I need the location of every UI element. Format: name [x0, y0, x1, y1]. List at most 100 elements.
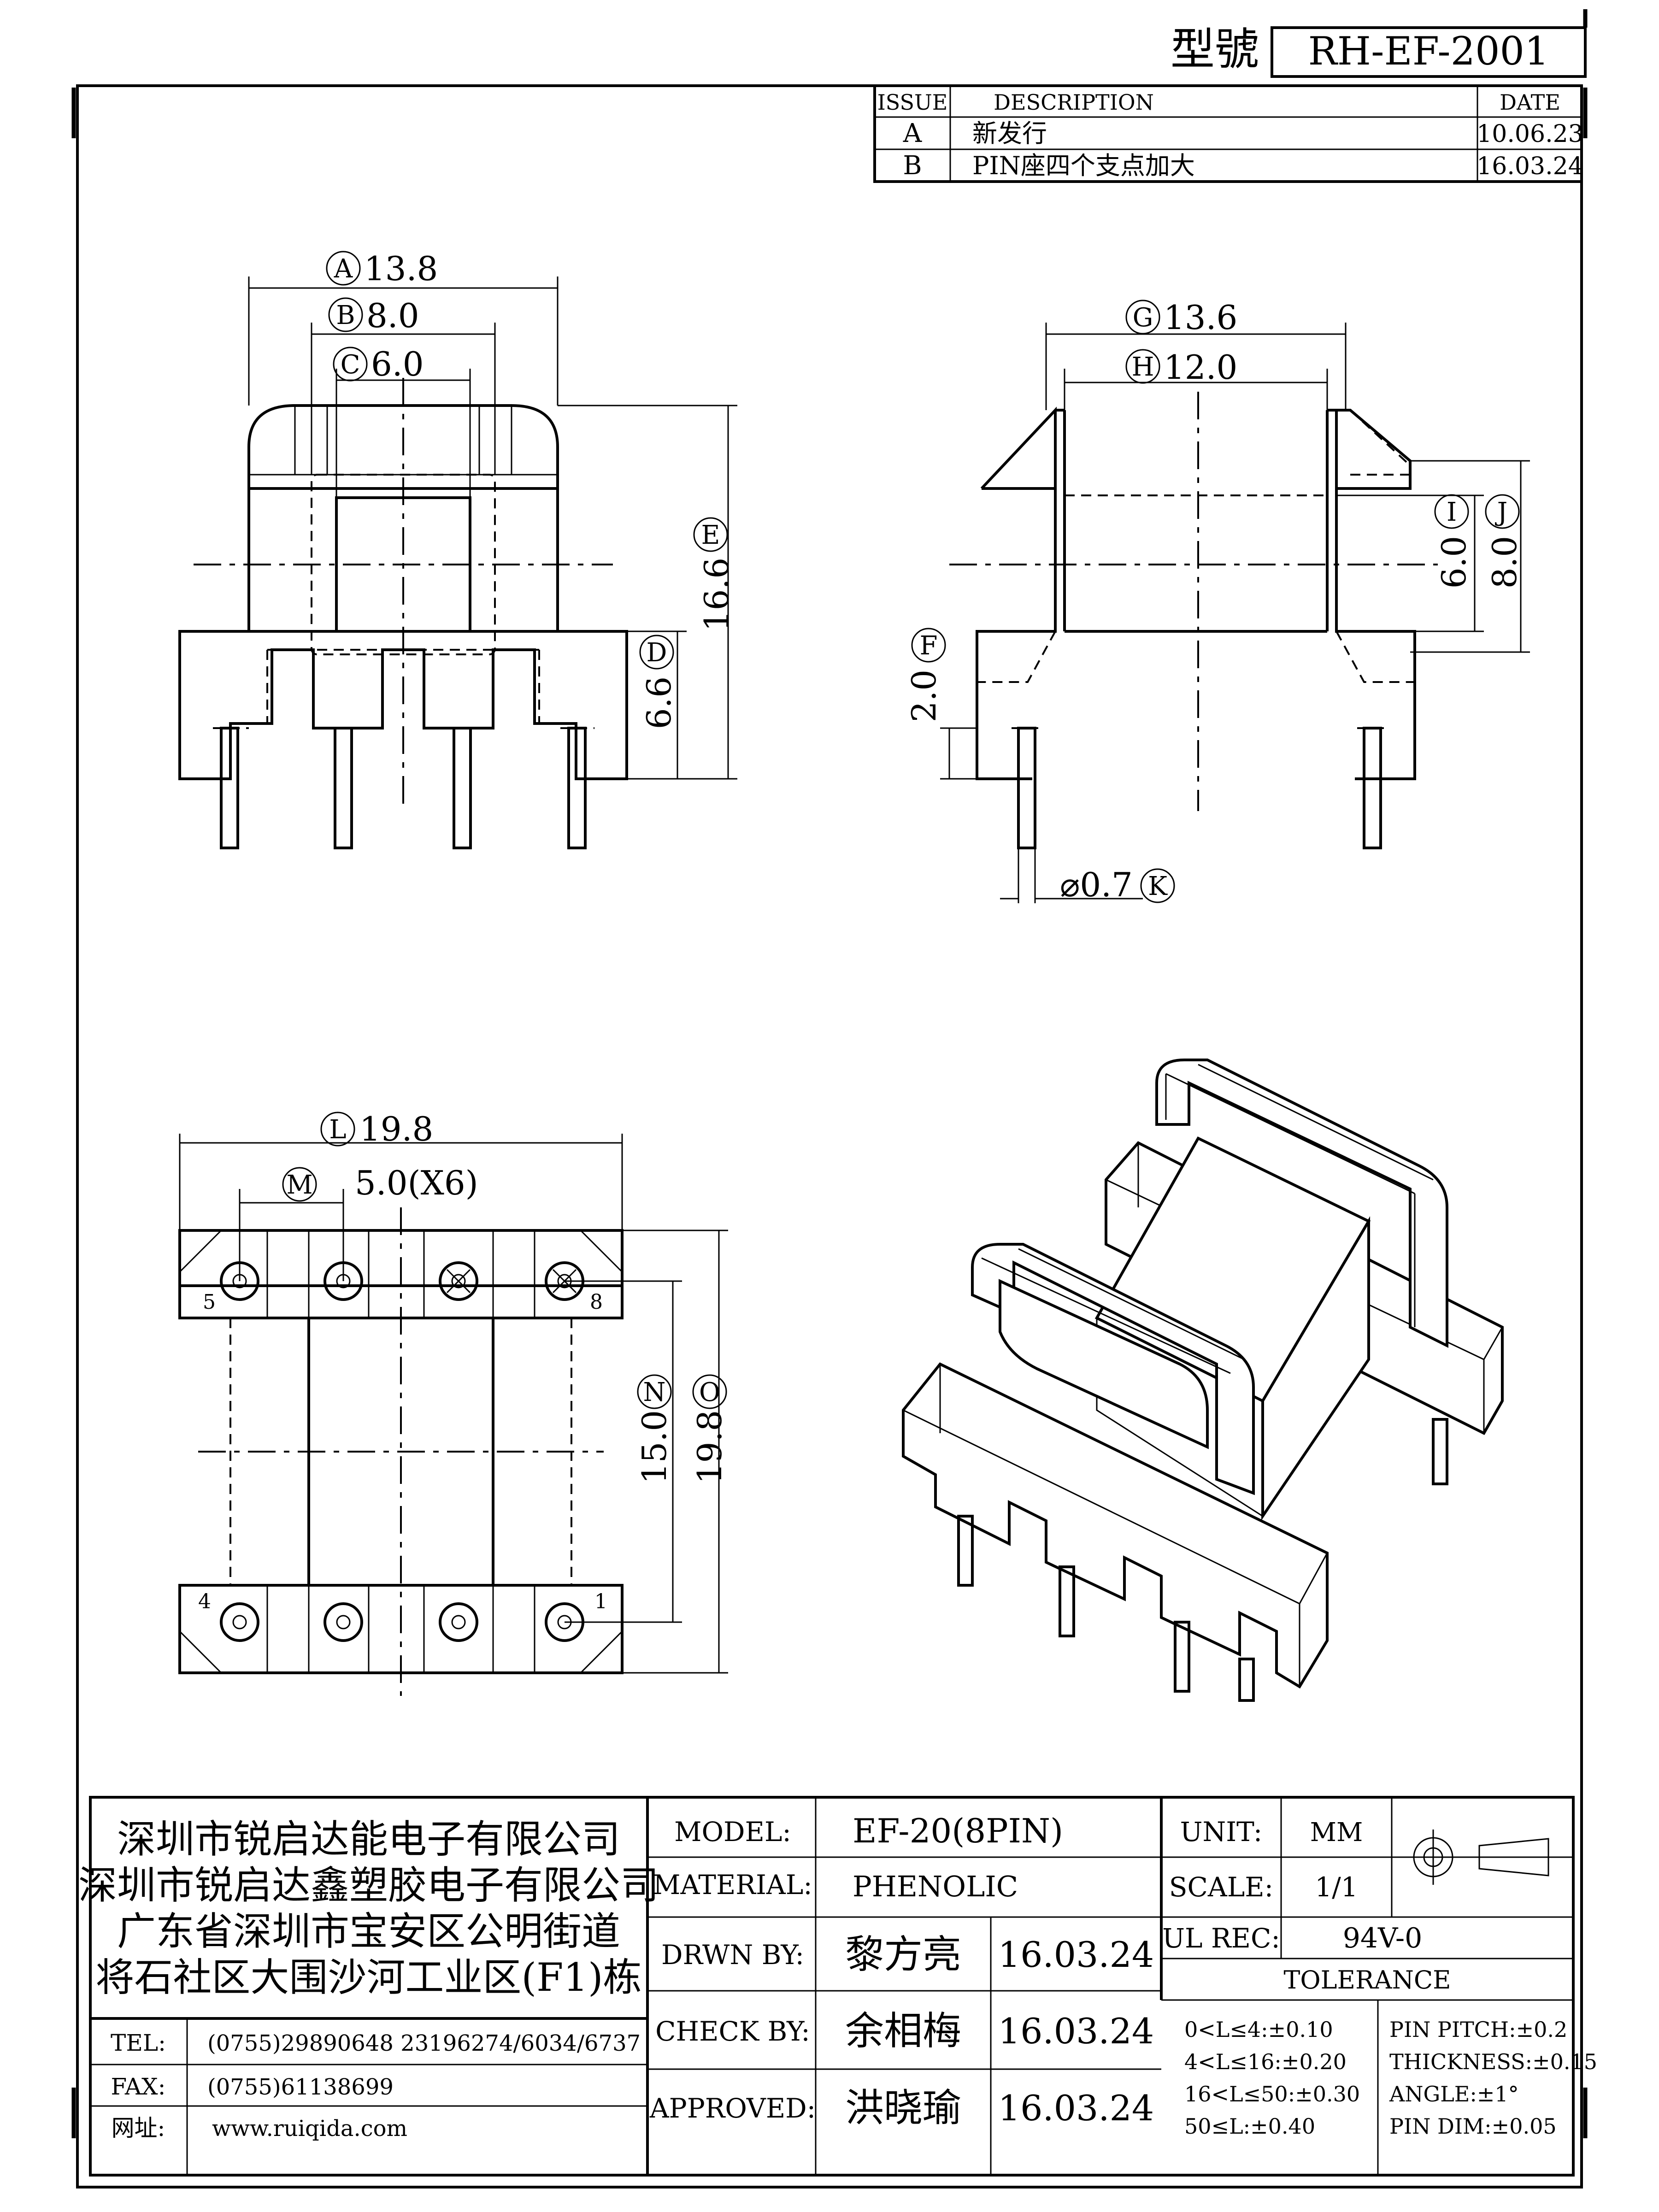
approved-name: 洪晓瑜	[845, 2085, 961, 2130]
dim-d: D 6.6	[639, 635, 678, 729]
fax-label: FAX:	[111, 2073, 166, 2100]
dim-l-letter: L	[329, 1115, 346, 1145]
material-label: MATERIAL:	[653, 1869, 812, 1900]
pin-4-label: 4	[198, 1590, 211, 1613]
web-value: www.ruiqida.com	[212, 2116, 407, 2141]
dim-f-value: 2.0	[905, 670, 943, 723]
model-label: MODEL:	[674, 1816, 791, 1847]
rev-description-b: PIN座四个支点加大	[972, 151, 1195, 180]
pin-1-label: 1	[594, 1590, 607, 1613]
sheet-frame	[71, 9, 1588, 2188]
dim-o-letter: O	[699, 1377, 720, 1407]
rev-date-a: 10.06.23	[1477, 120, 1583, 148]
dim-i: I 6.0	[1434, 494, 1473, 589]
tolerance-3: 16<L≤50:±0.30	[1184, 2082, 1360, 2106]
revision-table: ISSUE DESCRIPTION DATE A 新发行 10.06.23 B …	[873, 84, 1583, 183]
dim-m: M 5.0(X6)	[282, 1164, 478, 1202]
check-date: 16.03.24	[998, 2011, 1154, 2052]
dim-m-letter: M	[286, 1170, 312, 1200]
tolerance-2: 4<L≤16:±0.20	[1184, 2049, 1347, 2074]
dim-o: O 19.8	[690, 1374, 729, 1484]
dim-l: L 19.8	[320, 1110, 433, 1148]
dim-e: E 16.6	[693, 517, 736, 631]
model-no-box	[1271, 26, 1587, 78]
dim-h-letter: H	[1132, 352, 1154, 382]
ul-value: 94V-0	[1343, 1922, 1423, 1954]
check-label: CHECK BY:	[655, 2016, 810, 2047]
dim-o-value: 19.8	[690, 1410, 729, 1484]
web-label: 网址:	[112, 2115, 165, 2141]
pin-5-label: 5	[203, 1290, 216, 1314]
dim-n-value: 15.0	[635, 1410, 674, 1484]
pin-pitch-tolerance: PIN PITCH:±0.2	[1389, 2017, 1567, 2042]
dim-h-value: 12.0	[1164, 348, 1237, 387]
side-view: G 13.6 H 12.0 I 6.0 J 8.0 F 2.0 ⌀0.7 K	[905, 298, 1530, 904]
company-line-3: 广东省深圳市宝安区公明街道	[117, 1909, 620, 1954]
rev-header-date: DATE	[1500, 90, 1560, 115]
dim-k-letter: K	[1148, 871, 1168, 901]
title-block: 深圳市锐启达能电子有限公司 深圳市锐启达鑫塑胶电子有限公司 广东省深圳市宝安区公…	[78, 1796, 1597, 2177]
dim-k-value: ⌀0.7	[1060, 865, 1133, 904]
dim-e-letter: E	[701, 520, 720, 550]
company-line-4: 将石社区大围沙河工业区(F1)栋	[95, 1955, 641, 2000]
dim-c-value: 6.0	[371, 345, 424, 383]
dim-f-letter: F	[920, 631, 938, 661]
dim-b-value: 8.0	[366, 296, 419, 335]
dim-j: J 8.0	[1485, 494, 1524, 589]
dim-c: C 6.0	[333, 345, 424, 383]
dim-n-letter: N	[643, 1377, 666, 1407]
dim-f: F 2.0	[905, 628, 946, 723]
unit-label: UNIT:	[1180, 1816, 1263, 1847]
approved-label: APPROVED:	[649, 2093, 816, 2124]
check-name: 余相梅	[845, 2008, 961, 2053]
drawn-label: DRWN BY:	[661, 1939, 804, 1971]
projection-symbol-icon	[1406, 1830, 1558, 1885]
scale-label: SCALE:	[1169, 1871, 1273, 1903]
model-value: EF-20(8PIN)	[853, 1812, 1063, 1850]
drawn-date: 16.03.24	[998, 1934, 1154, 1975]
dim-g-letter: G	[1133, 303, 1153, 333]
dim-c-letter: C	[341, 350, 360, 380]
dim-g-value: 13.6	[1164, 298, 1237, 337]
drawn-name: 黎方亮	[845, 1932, 961, 1977]
thickness-tolerance: THICKNESS:±0.15	[1389, 2049, 1597, 2074]
pin-dim-tolerance: PIN DIM:±0.05	[1389, 2114, 1557, 2139]
isometric-view	[902, 1059, 1504, 1702]
bottom-view: 5 8 4 1 L 19.8 M 5.0(X6) N 15.0 O 19.8	[178, 1110, 729, 1696]
company-line-1: 深圳市锐启达能电子有限公司	[117, 1817, 620, 1862]
dim-b-letter: B	[336, 300, 355, 330]
dim-e-value: 16.6	[697, 558, 736, 631]
dim-a: A 13.8	[326, 249, 438, 288]
dim-i-letter: I	[1447, 497, 1457, 527]
approved-date: 16.03.24	[998, 2088, 1154, 2129]
dim-h: H 12.0	[1125, 348, 1237, 387]
tolerance-1: 0<L≤4:±0.10	[1184, 2017, 1333, 2042]
dim-a-letter: A	[334, 254, 353, 284]
tel-value: (0755)29890648 23196274/6034/6737	[207, 2030, 641, 2056]
pin-8-label: 8	[590, 1290, 603, 1314]
dim-i-value: 6.0	[1435, 536, 1473, 589]
tolerance-4: 50≤L:±0.40	[1184, 2114, 1315, 2139]
dim-j-value: 8.0	[1485, 536, 1524, 589]
dim-a-value: 13.8	[364, 249, 438, 288]
rev-header-description: DESCRIPTION	[994, 90, 1154, 115]
material-value: PHENOLIC	[853, 1870, 1018, 1903]
angle-tolerance: ANGLE:±1°	[1389, 2082, 1519, 2106]
scale-value: 1/1	[1315, 1871, 1358, 1903]
dim-m-value: 5.0(X6)	[355, 1164, 478, 1202]
dim-k: ⌀0.7 K	[1060, 865, 1175, 904]
rev-issue-b: B	[903, 151, 922, 181]
rev-description-a: 新发行	[972, 119, 1047, 148]
company-line-2: 深圳市锐启达鑫塑胶电子有限公司	[78, 1863, 659, 1908]
revision-table-border	[873, 84, 1583, 183]
rev-issue-a: A	[903, 118, 922, 148]
outer-border	[76, 84, 1583, 2188]
dim-g: G 13.6	[1125, 298, 1237, 337]
rev-header-issue: ISSUE	[877, 90, 948, 115]
dim-b: B 8.0	[328, 296, 419, 335]
dim-j-letter: J	[1495, 497, 1507, 527]
dim-d-value: 6.6	[640, 677, 678, 729]
tolerance-label: TOLERANCE	[1283, 1965, 1451, 1994]
dim-n: N 15.0	[635, 1374, 674, 1484]
